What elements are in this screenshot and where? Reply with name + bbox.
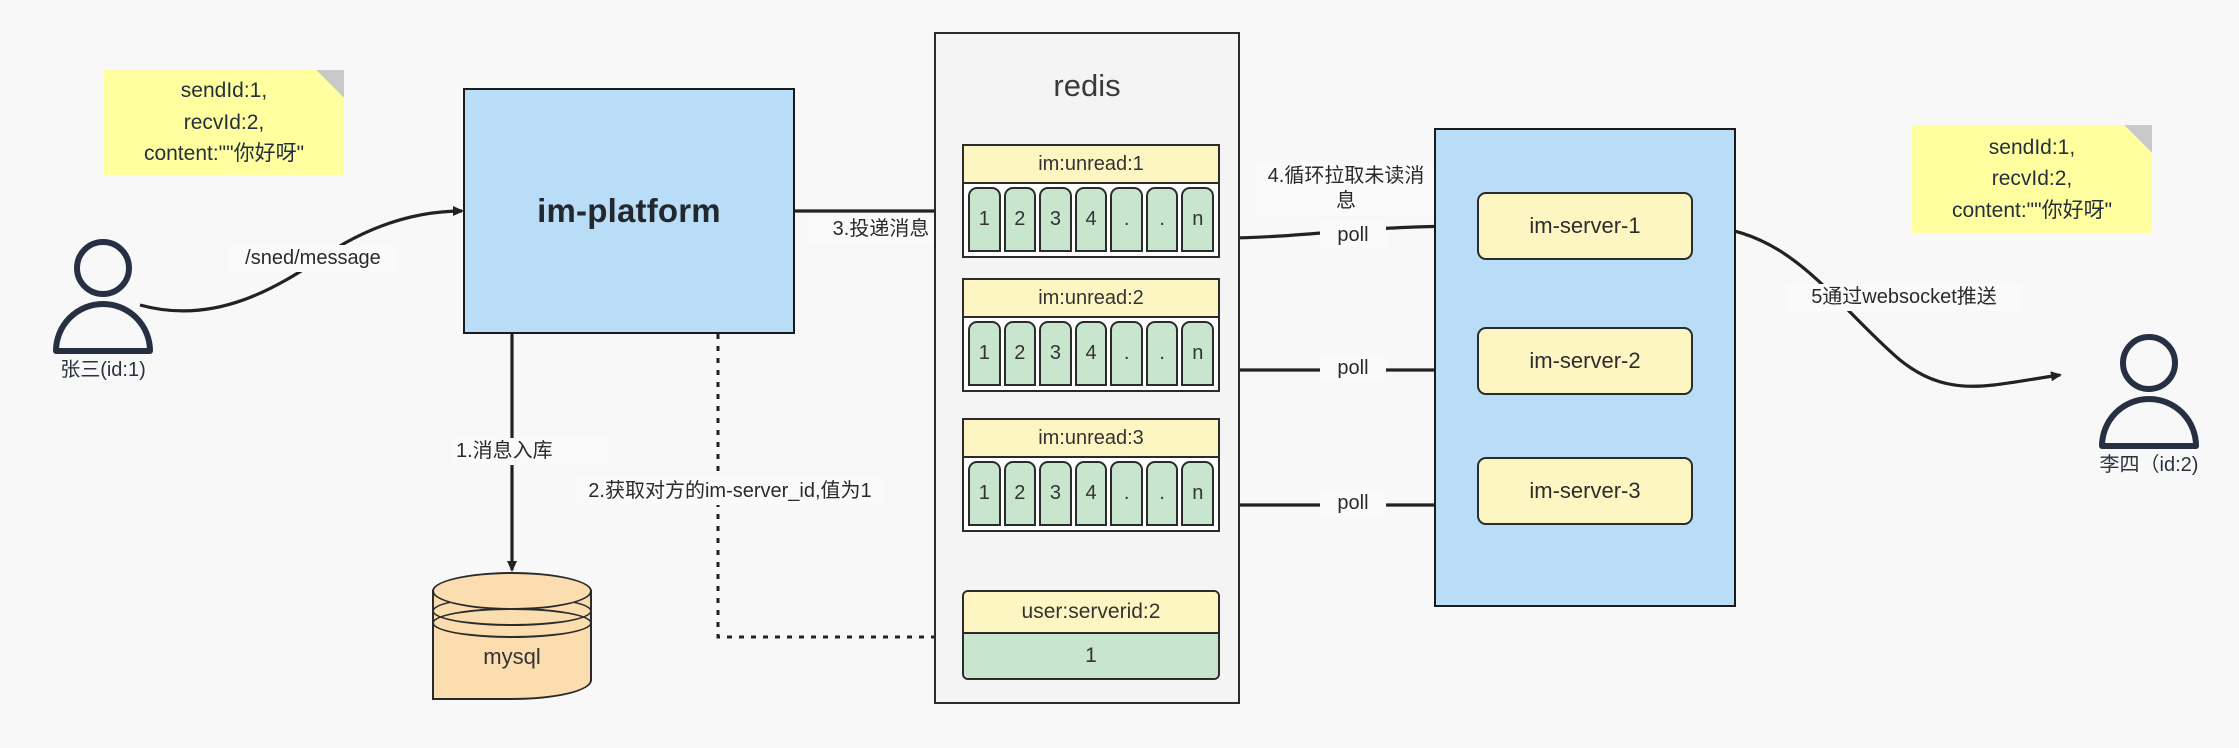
redis-list-key-2: im:unread:2 xyxy=(964,280,1218,318)
note-fold-icon xyxy=(316,70,344,98)
im-server-3-box[interactable]: im-server-3 xyxy=(1477,457,1693,525)
im-server-1-label: im-server-1 xyxy=(1529,213,1641,238)
list-cell: . xyxy=(1145,461,1179,526)
edge-label-poll-3: poll xyxy=(1320,490,1386,517)
note-right-text: sendId:1, recvId:2, content:""你好呀" xyxy=(1951,135,2113,222)
redis-list-cells-3: 1 2 3 4 . . n xyxy=(964,458,1218,530)
edge-label-poll-2: poll xyxy=(1320,355,1386,382)
edge-label-step5: 5通过websocket推送 xyxy=(1786,284,2022,311)
list-cell: n xyxy=(1181,461,1215,526)
redis-list-im-unread-2[interactable]: im:unread:2 1 2 3 4 . . n xyxy=(962,278,1220,392)
mysql-datastore[interactable]: mysql xyxy=(432,572,592,700)
list-cell: 3 xyxy=(1039,461,1072,526)
mysql-label: mysql xyxy=(483,644,541,669)
redis-kv-key: user:serverid:2 xyxy=(964,592,1218,634)
note-left: sendId:1, recvId:2, content:""你好呀" xyxy=(104,70,344,175)
redis-list-im-unread-1[interactable]: im:unread:1 1 2 3 4 . . n xyxy=(962,144,1220,258)
list-cell: . xyxy=(1110,187,1143,252)
edge-label-step1: 1.消息入库 xyxy=(453,438,609,465)
redis-title: redis xyxy=(1053,68,1121,103)
note-left-text: sendId:1, recvId:2, content:""你好呀" xyxy=(143,79,305,166)
im-server-1-box[interactable]: im-server-1 xyxy=(1477,192,1693,260)
list-cell: . xyxy=(1110,321,1143,386)
user-icon xyxy=(53,239,153,354)
edge-label-step4: 4.循环拉取未读消 息 xyxy=(1256,163,1436,215)
list-cell: . xyxy=(1110,461,1143,526)
list-cell: 2 xyxy=(1003,187,1037,252)
list-cell: 1 xyxy=(968,461,1001,526)
list-cell: 3 xyxy=(1039,321,1072,386)
list-cell: 2 xyxy=(1003,321,1037,386)
im-platform-label: im-platform xyxy=(537,192,721,229)
redis-kv-user-serverid[interactable]: user:serverid:2 1 xyxy=(962,590,1220,680)
actor-sender-label: 张三(id:1) xyxy=(60,359,146,381)
list-cell: 4 xyxy=(1074,321,1108,386)
im-server-2-box[interactable]: im-server-2 xyxy=(1477,327,1693,395)
redis-list-cells-2: 1 2 3 4 . . n xyxy=(964,318,1218,390)
list-cell: . xyxy=(1145,187,1179,252)
list-cell: 4 xyxy=(1074,461,1108,526)
im-server-2-label: im-server-2 xyxy=(1529,348,1641,373)
redis-list-key-1: im:unread:1 xyxy=(964,146,1218,184)
mysql-ring-2 xyxy=(432,608,592,638)
im-platform-box[interactable]: im-platform xyxy=(463,88,795,334)
list-cell: 1 xyxy=(968,321,1001,386)
redis-list-cells-1: 1 2 3 4 . . n xyxy=(964,184,1218,256)
edge-label-step2: 2.获取对方的im-server_id,值为1 xyxy=(577,478,883,505)
list-cell: . xyxy=(1145,321,1179,386)
redis-list-key-3: im:unread:3 xyxy=(964,420,1218,458)
redis-kv-value: 1 xyxy=(964,634,1218,678)
actor-sender: 张三(id:1) xyxy=(38,235,168,385)
actor-receiver: 李四（id:2) xyxy=(2084,330,2214,480)
note-fold-icon xyxy=(2124,125,2152,153)
im-server-3-label: im-server-3 xyxy=(1529,478,1641,503)
edge-label-poll-1: poll xyxy=(1320,222,1386,249)
note-right: sendId:1, recvId:2, content:""你好呀" xyxy=(1912,125,2152,233)
list-cell: 2 xyxy=(1003,461,1037,526)
redis-list-im-unread-3[interactable]: im:unread:3 1 2 3 4 . . n xyxy=(962,418,1220,532)
edge-label-step3: 3.投递消息 xyxy=(808,216,954,243)
user-icon xyxy=(2099,334,2199,449)
actor-receiver-label: 李四（id:2) xyxy=(2099,454,2199,476)
list-cell: n xyxy=(1181,187,1215,252)
edge-label-send-message: /sned/message xyxy=(230,245,396,272)
list-cell: n xyxy=(1181,321,1215,386)
list-cell: 4 xyxy=(1074,187,1108,252)
list-cell: 3 xyxy=(1039,187,1072,252)
mysql-cylinder-top xyxy=(432,572,592,610)
list-cell: 1 xyxy=(968,187,1001,252)
